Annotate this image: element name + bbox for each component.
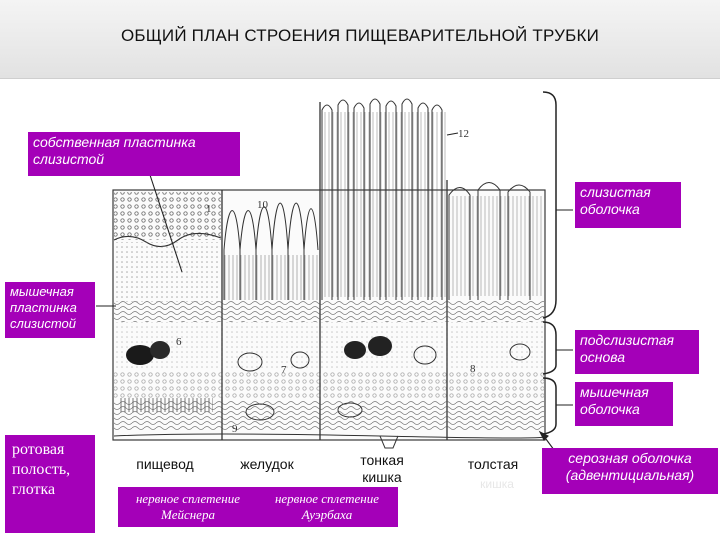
header-bar	[0, 0, 720, 79]
label-nerve-plexuses: нервное сплетение Мейснера нервное сплет…	[118, 487, 398, 527]
label-serosa: серозная оболочка (адвентициальная)	[542, 448, 718, 494]
section-large-intestine-2: кишка	[480, 477, 514, 491]
layer-brackets	[542, 91, 557, 435]
section-large-intestine-1: толстая	[467, 456, 519, 472]
figure-number-7: 7	[281, 364, 287, 376]
label-muscularis: мышечная оболочка	[575, 382, 673, 426]
muscularis-band	[114, 370, 544, 430]
figure-number-8: 8	[470, 363, 476, 375]
label-auerbach: нервное сплетение Ауэрбаха	[274, 491, 380, 522]
figure-number-10: 10	[257, 199, 269, 211]
label-mucosa: слизистая оболочка	[575, 182, 681, 228]
label-lamina-propria: собственная пластинка слизистой	[28, 132, 240, 176]
large-intestine-mucosa	[448, 182, 544, 300]
figure-number-1: 1	[206, 203, 212, 215]
page-title: ОБЩИЙ ПЛАН СТРОЕНИЯ ПИЩЕВАРИТЕЛЬНОЙ ТРУБ…	[121, 26, 599, 45]
small-intestine-villi	[321, 98, 446, 300]
figure-number-12: 12	[458, 128, 469, 140]
muscularis-mucosae-band	[114, 300, 544, 322]
submucosa-band	[114, 322, 544, 372]
section-small-intestine: тонкая кишка	[360, 452, 404, 485]
label-oral-cavity: ротовая полость, глотка	[5, 435, 95, 533]
label-meissner: нервное сплетение Мейснера	[135, 491, 241, 522]
serosa-band	[113, 433, 547, 449]
label-submucosa: подслизистая основа	[575, 330, 699, 374]
section-esophagus: пищевод	[136, 456, 194, 472]
figure-number-9: 9	[232, 423, 238, 435]
label-muscularis-mucosae: мышечная пластинка слизистой	[5, 282, 95, 338]
figure-number-6: 6	[176, 336, 182, 348]
section-stomach: желудок	[240, 456, 294, 472]
esophagus-epithelium	[113, 192, 222, 302]
stomach-mucosa	[223, 202, 319, 300]
